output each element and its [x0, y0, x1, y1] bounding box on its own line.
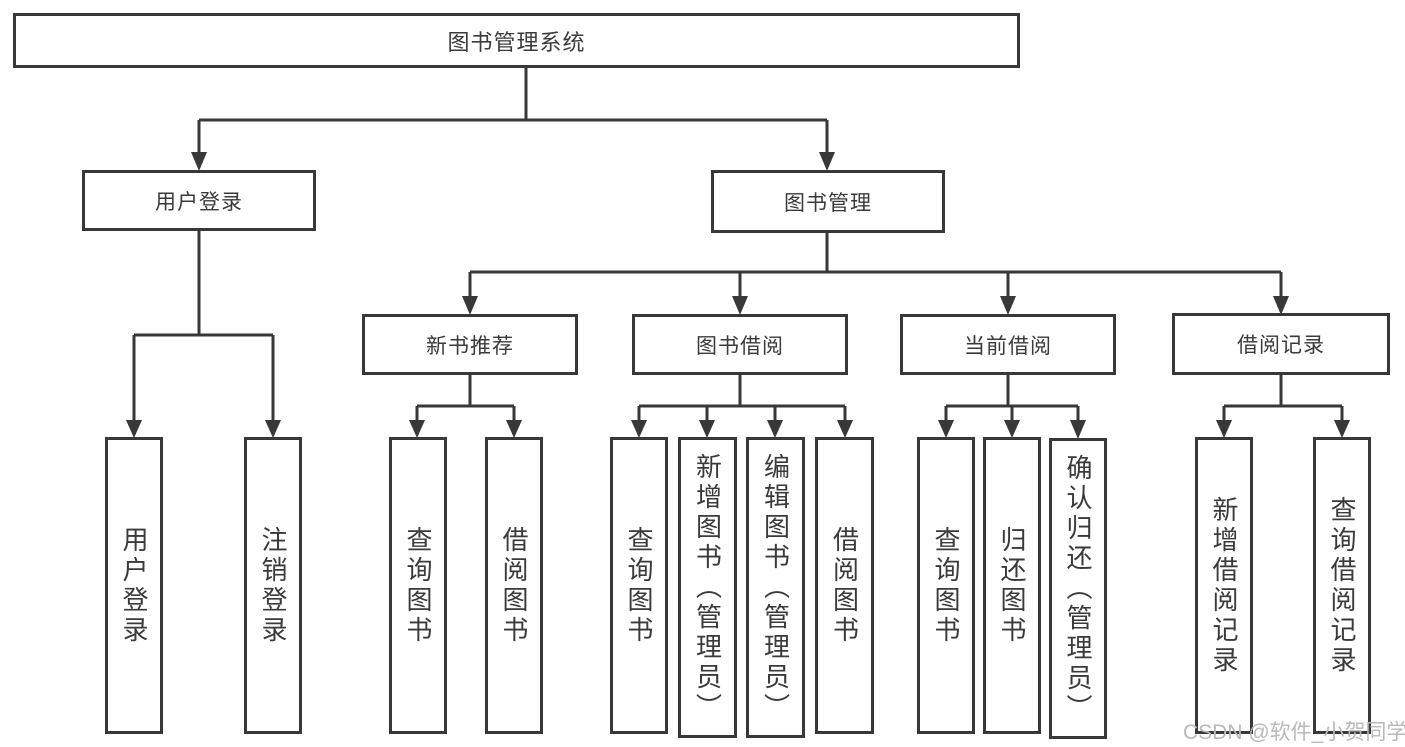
leaf-borrow-books-label: 借阅图书: [829, 525, 860, 646]
leaf-user-login-label: 用户登录: [119, 525, 149, 646]
leaf-edit-books-admin: 编辑图书（管理员）: [746, 437, 805, 738]
leaf-query-borrow-record-label: 查询借阅记录: [1327, 495, 1357, 676]
leaf-query-books-current-label: 查询图书: [931, 525, 961, 646]
leaf-confirm-return-admin: 确认归还（管理员）: [1049, 438, 1107, 739]
node-book-management-label: 图书管理: [784, 191, 872, 215]
leaf-add-books-admin: 新增图书（管理员）: [678, 437, 737, 738]
leaf-user-login: 用户登录: [105, 437, 163, 734]
node-borrow-records: 借阅记录: [1172, 313, 1390, 375]
leaf-return-books: 归还图书: [983, 437, 1041, 734]
csdn-watermark: CSDN @软件_小贺同学: [1183, 721, 1405, 744]
leaf-add-borrow-record-label: 新增借阅记录: [1209, 495, 1239, 676]
node-current-borrow-label: 当前借阅: [964, 334, 1052, 358]
node-borrow-records-label: 借阅记录: [1237, 334, 1325, 357]
node-book-management: 图书管理: [711, 170, 945, 233]
connector-book-management: [468, 233, 1283, 298]
connector-new-book: [415, 375, 516, 421]
leaf-edit-books-admin-label: 编辑图书（管理员）: [760, 452, 791, 723]
leaf-query-borrow-record: 查询借阅记录: [1313, 437, 1371, 734]
arrowheads: [126, 152, 1350, 439]
leaf-logout-label: 注销登录: [258, 525, 288, 646]
node-new-book-recommend-label: 新书推荐: [426, 334, 514, 358]
leaf-add-books-admin-label: 新增图书（管理员）: [692, 452, 723, 723]
leaf-confirm-return-admin-label: 确认归还（管理员）: [1063, 453, 1093, 724]
leaf-logout: 注销登录: [244, 437, 302, 734]
node-user-login-label: 用户登录: [155, 190, 243, 214]
node-book-borrow-label: 图书借阅: [696, 334, 784, 358]
connector-book-borrow: [637, 375, 847, 421]
connector-borrow-records: [1222, 375, 1344, 421]
leaf-query-books-current: 查询图书: [917, 437, 975, 734]
leaf-borrow-books: 借阅图书: [815, 437, 874, 734]
node-current-borrow: 当前借阅: [900, 314, 1116, 375]
leaf-borrow-books-recommend: 借阅图书: [485, 437, 543, 734]
root-node-library-system: 图书管理系统: [13, 13, 1020, 68]
connector-root: [197, 68, 829, 154]
connector-user-login: [132, 231, 275, 421]
node-user-login: 用户登录: [82, 170, 316, 231]
connector-current-borrow: [944, 375, 1080, 421]
root-node-label: 图书管理系统: [447, 29, 586, 55]
node-new-book-recommend: 新书推荐: [362, 314, 578, 375]
leaf-query-books-recommend: 查询图书: [389, 437, 447, 734]
leaf-query-books-borrow: 查询图书: [610, 437, 668, 734]
leaf-query-books-recommend-label: 查询图书: [403, 525, 433, 646]
node-book-borrow: 图书借阅: [632, 314, 848, 375]
leaf-query-books-borrow-label: 查询图书: [624, 525, 654, 646]
leaf-borrow-books-recommend-label: 借阅图书: [499, 525, 529, 646]
leaf-return-books-label: 归还图书: [997, 525, 1027, 646]
leaf-add-borrow-record: 新增借阅记录: [1195, 437, 1253, 734]
